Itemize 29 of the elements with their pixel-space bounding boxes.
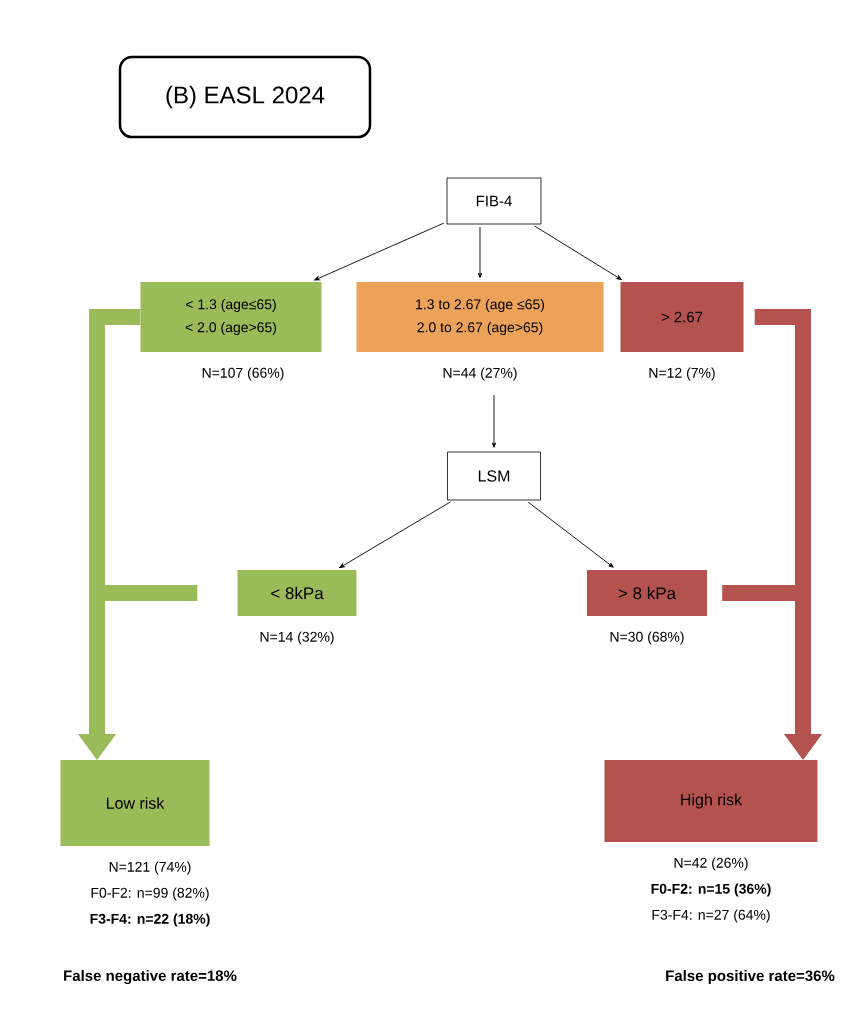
outcome-box: High risk: [604, 760, 818, 842]
count-text: F0-F2: n=99 (82%): [91, 887, 209, 901]
arrow: [534, 225, 622, 280]
outcome-box: Low risk: [60, 760, 210, 846]
arrow: [339, 501, 451, 569]
count-text: N=12 (7%): [649, 367, 715, 381]
rate-text: False positive rate=36%: [666, 970, 835, 984]
arrow: [477, 226, 483, 278]
count-text: N=107 (66%): [202, 367, 284, 381]
category-box: > 8 kPa: [587, 570, 707, 616]
count-text: N=30 (68%): [610, 631, 684, 645]
decision-box: LSM: [447, 451, 541, 501]
count-text: F3-F4: n=27 (64%): [652, 909, 770, 923]
category-box: 1.3 to 2.67 (age ≤65) 2.0 to 2.67 (age>65): [356, 282, 604, 352]
count-text: F3-F4: n=22 (18%): [90, 913, 210, 927]
count-text: N=42 (26%): [674, 857, 748, 871]
category-box: > 2.67: [620, 282, 744, 352]
arrow: [491, 394, 497, 448]
rate-text: False negative rate=18%: [64, 970, 237, 985]
decision-box: FIB-4: [446, 177, 542, 225]
category-box: < 1.3 (age≤65) < 2.0 (age>65): [140, 282, 322, 352]
count-text: F0-F2: n=15 (36%): [651, 883, 771, 897]
count-text: N=44 (27%): [443, 367, 517, 381]
arrow: [314, 222, 445, 281]
title-box: (B) EASL 2024: [118, 55, 372, 139]
arrow: [527, 501, 614, 568]
category-box: < 8kPa: [237, 570, 357, 616]
count-text: N=14 (32%): [260, 631, 334, 645]
count-text: N=121 (74%): [109, 861, 191, 875]
